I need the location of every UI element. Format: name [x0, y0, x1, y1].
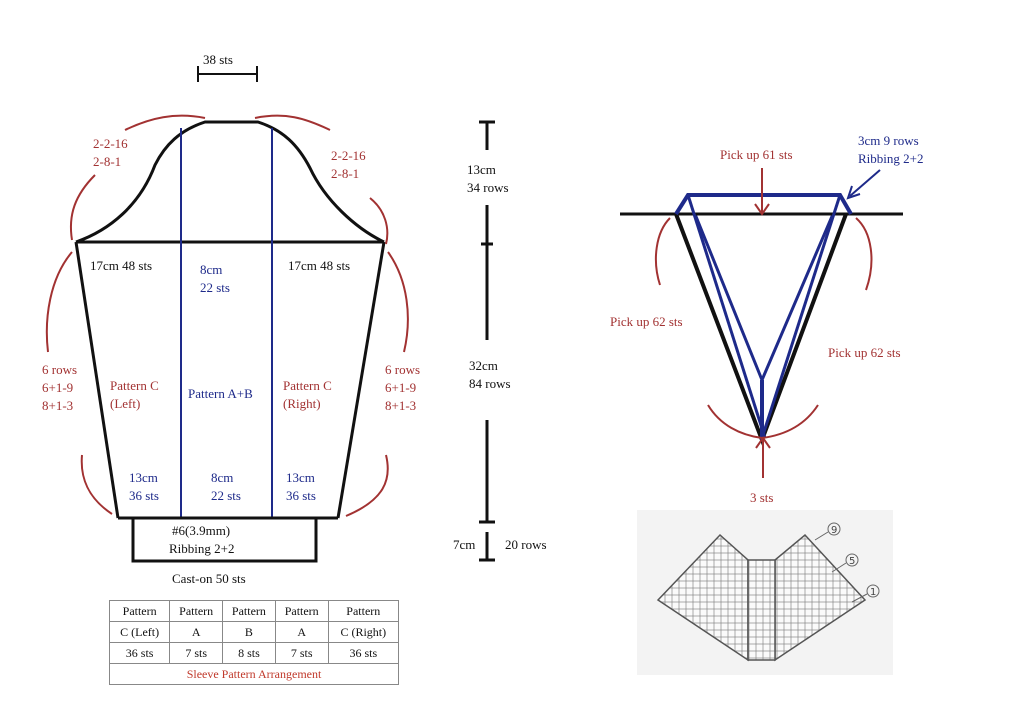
pattern-left-line1: Pattern C	[110, 378, 159, 393]
table-row: C (Left) A B A C (Right)	[108, 621, 400, 643]
table-row: Sleeve Pattern Arrangement	[109, 663, 399, 685]
lower-right-line1: 13cm	[286, 470, 315, 485]
side-right-line3: 8+1-3	[385, 398, 416, 413]
needle-label: #6(3.9mm)	[172, 523, 230, 538]
sleeve-cap-outline	[75, 120, 385, 244]
table-cell: A	[274, 621, 329, 643]
table-cell: 36 sts	[327, 642, 400, 664]
upper-left-label: 17cm 48 sts	[90, 258, 152, 273]
table-cell: 7 sts	[274, 642, 329, 664]
lower-center-line2: 22 sts	[211, 488, 241, 503]
chart-marker-5: 5	[849, 556, 855, 567]
side-left-line3: 8+1-3	[42, 398, 73, 413]
table-cell: B	[222, 621, 276, 643]
side-right-line2: 6+1-9	[385, 380, 416, 395]
band-left-edge	[686, 194, 767, 439]
upper-right-label: 17cm 48 sts	[288, 258, 350, 273]
sleeve-diagram: 38 sts 2-2-16 2-8-1 2-2-16 2-8-1	[42, 52, 420, 586]
ribbing-arrow	[846, 169, 881, 200]
vertical-ruler	[479, 120, 495, 562]
body-height-cm: 32cm	[469, 358, 498, 373]
cap-left-line1: 2-2-16	[93, 136, 128, 151]
cap-left-line2: 2-8-1	[93, 154, 121, 169]
sleeve-right-side	[336, 241, 386, 519]
table-caption: Sleeve Pattern Arrangement	[109, 663, 399, 685]
side-right-line1: 6 rows	[385, 362, 420, 377]
table-cell: 7 sts	[169, 642, 224, 664]
cap-height-rows: 34 rows	[467, 180, 509, 195]
pattern-right-line2: (Right)	[283, 396, 321, 411]
side-left-line1: 6 rows	[42, 362, 77, 377]
pick-up-top-label: Pick up 61 sts	[720, 147, 793, 162]
cast-on-label: Cast-on 50 sts	[172, 571, 246, 586]
table-cell: 36 sts	[108, 642, 171, 664]
body-height-rows: 84 rows	[469, 376, 511, 391]
inner-v	[692, 212, 836, 384]
side-left-line2: 6+1-9	[42, 380, 73, 395]
cap-right-line2: 2-8-1	[331, 166, 359, 181]
neckline-diagram: Pick up 61 sts 3cm 9 rows Ribbing 2+2 Pi…	[610, 133, 923, 505]
ribbing-box	[131, 516, 318, 563]
center-sts-label: 3 sts	[750, 490, 773, 505]
cap-right-line1: 2-2-16	[331, 148, 366, 163]
sleeve-left-side	[74, 241, 120, 519]
pick-up-left-label: Pick up 62 sts	[610, 314, 683, 329]
table-cell: Pattern	[222, 600, 276, 622]
upper-center-line2: 22 sts	[200, 280, 230, 295]
ribbing-label: Ribbing 2+2	[169, 541, 234, 556]
table-cell: Pattern	[274, 600, 329, 622]
table-cell: C (Left)	[108, 621, 171, 643]
cap-height-cm: 13cm	[467, 162, 496, 177]
stitch-chart: 9 5 1	[637, 510, 893, 675]
table-cell: A	[169, 621, 224, 643]
top-width-label: 38 sts	[203, 52, 233, 67]
lower-left-line1: 13cm	[129, 470, 158, 485]
table-row: Pattern Pattern Pattern Pattern Pattern	[108, 600, 400, 622]
table-cell: Pattern	[327, 600, 400, 622]
cuff-height-rows: 20 rows	[505, 537, 547, 552]
table-cell: C (Right)	[327, 621, 400, 643]
sleeve-pattern-arrangement-table: Pattern Pattern Pattern Pattern Pattern …	[108, 600, 400, 685]
chart-center-column	[747, 559, 776, 661]
table-cell: Pattern	[108, 600, 171, 622]
pattern-right-line1: Pattern C	[283, 378, 332, 393]
chart-marker-9: 9	[831, 525, 837, 536]
table-row: 36 sts 7 sts 8 sts 7 sts 36 sts	[108, 642, 400, 664]
cuff-height-cm: 7cm	[453, 537, 475, 552]
table-cell: 8 sts	[222, 642, 276, 664]
upper-center-line1: 8cm	[200, 262, 222, 277]
pattern-center-label: Pattern A+B	[188, 386, 253, 401]
pickup-marks	[654, 168, 873, 478]
lower-left-line2: 36 sts	[129, 488, 159, 503]
pattern-left-line2: (Left)	[110, 396, 140, 411]
lower-right-line2: 36 sts	[286, 488, 316, 503]
pick-up-right-label: Pick up 62 sts	[828, 345, 901, 360]
top-width-bracket	[197, 66, 258, 82]
shaping-curves	[45, 114, 409, 517]
band-right-edge	[760, 194, 842, 439]
lower-center-line1: 8cm	[211, 470, 233, 485]
chart-marker-1: 1	[870, 587, 876, 598]
band-depth-label: 3cm 9 rows	[858, 133, 919, 148]
chart-markers	[814, 522, 880, 603]
table-cell: Pattern	[169, 600, 224, 622]
band-ribbing-label: Ribbing 2+2	[858, 151, 923, 166]
